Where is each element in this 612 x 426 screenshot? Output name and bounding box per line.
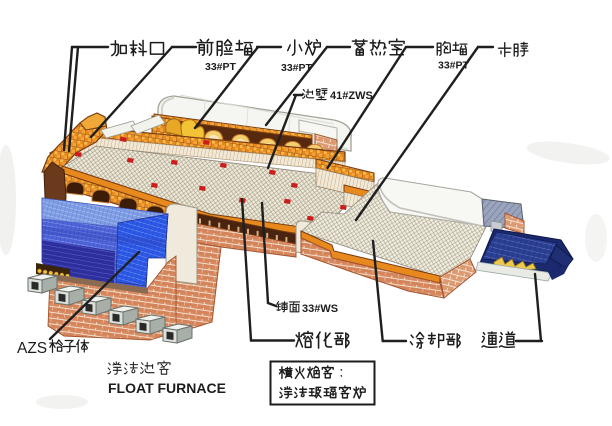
svg-text:33#PT: 33#PT [205, 61, 237, 73]
svg-text:FLOAT FURNACE: FLOAT FURNACE [108, 380, 226, 396]
svg-text:33#PT: 33#PT [281, 62, 313, 74]
svg-text:33#WS: 33#WS [302, 303, 338, 315]
svg-text:41#ZWS: 41#ZWS [330, 90, 373, 102]
svg-text:33#PT: 33#PT [438, 60, 470, 72]
svg-text:AZS: AZS [17, 340, 47, 357]
